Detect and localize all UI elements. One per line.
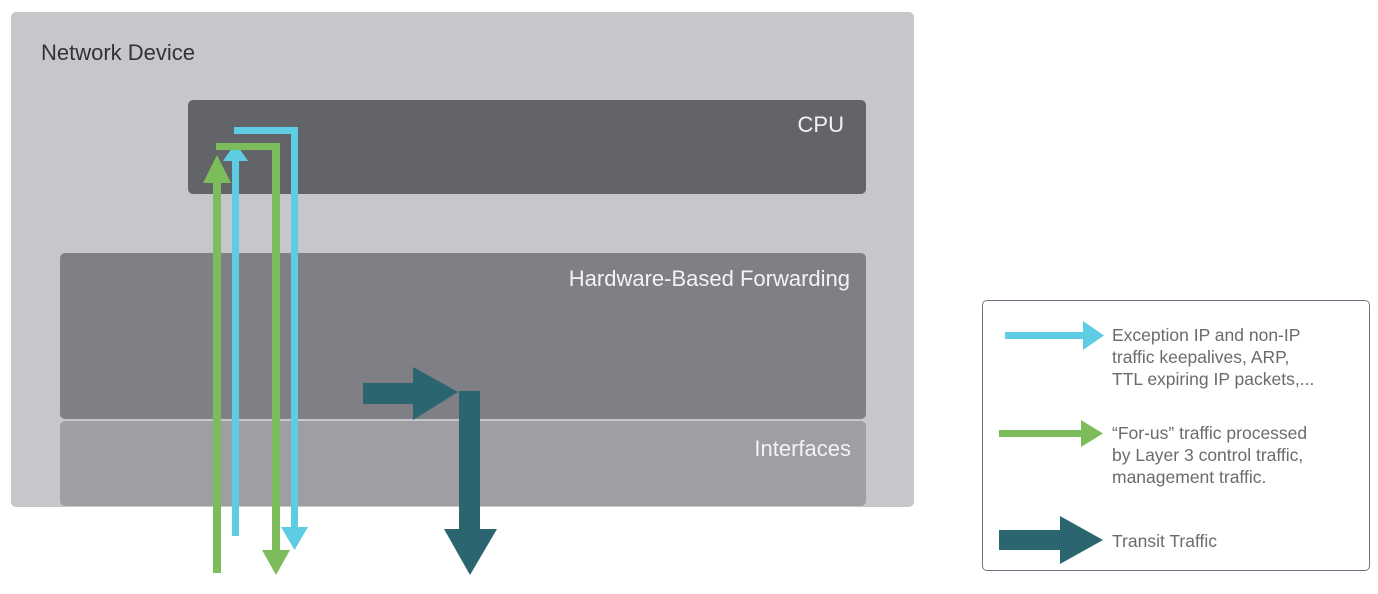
dark-teal-arrow-icon	[999, 516, 1103, 564]
interfaces-label: Interfaces	[754, 436, 851, 461]
green-arrow-icon	[999, 420, 1103, 447]
cpu-label: CPU	[797, 112, 844, 137]
legend-for-us-text: “For-us” traffic processed by Layer 3 co…	[1112, 423, 1308, 487]
exception-inbound-arrow	[223, 143, 248, 536]
legend-exception-text: Exception IP and non-IP traffic keepaliv…	[1112, 325, 1315, 389]
light-blue-arrow-icon	[1005, 321, 1104, 350]
cpu-box: CPU	[188, 100, 866, 194]
hardware-forwarding-label: Hardware-Based Forwarding	[568, 266, 850, 291]
legend: Exception IP and non-IP traffic keepaliv…	[982, 300, 1370, 571]
for-us-inbound-arrow	[203, 155, 231, 573]
network-device-label: Network Device	[41, 40, 196, 65]
legend-icons	[999, 321, 1104, 564]
transit-arrow	[363, 367, 497, 575]
for-us-outbound-arrow	[216, 143, 290, 575]
exception-outbound-arrow	[234, 127, 308, 550]
legend-transit-text: Transit Traffic	[1112, 531, 1218, 551]
